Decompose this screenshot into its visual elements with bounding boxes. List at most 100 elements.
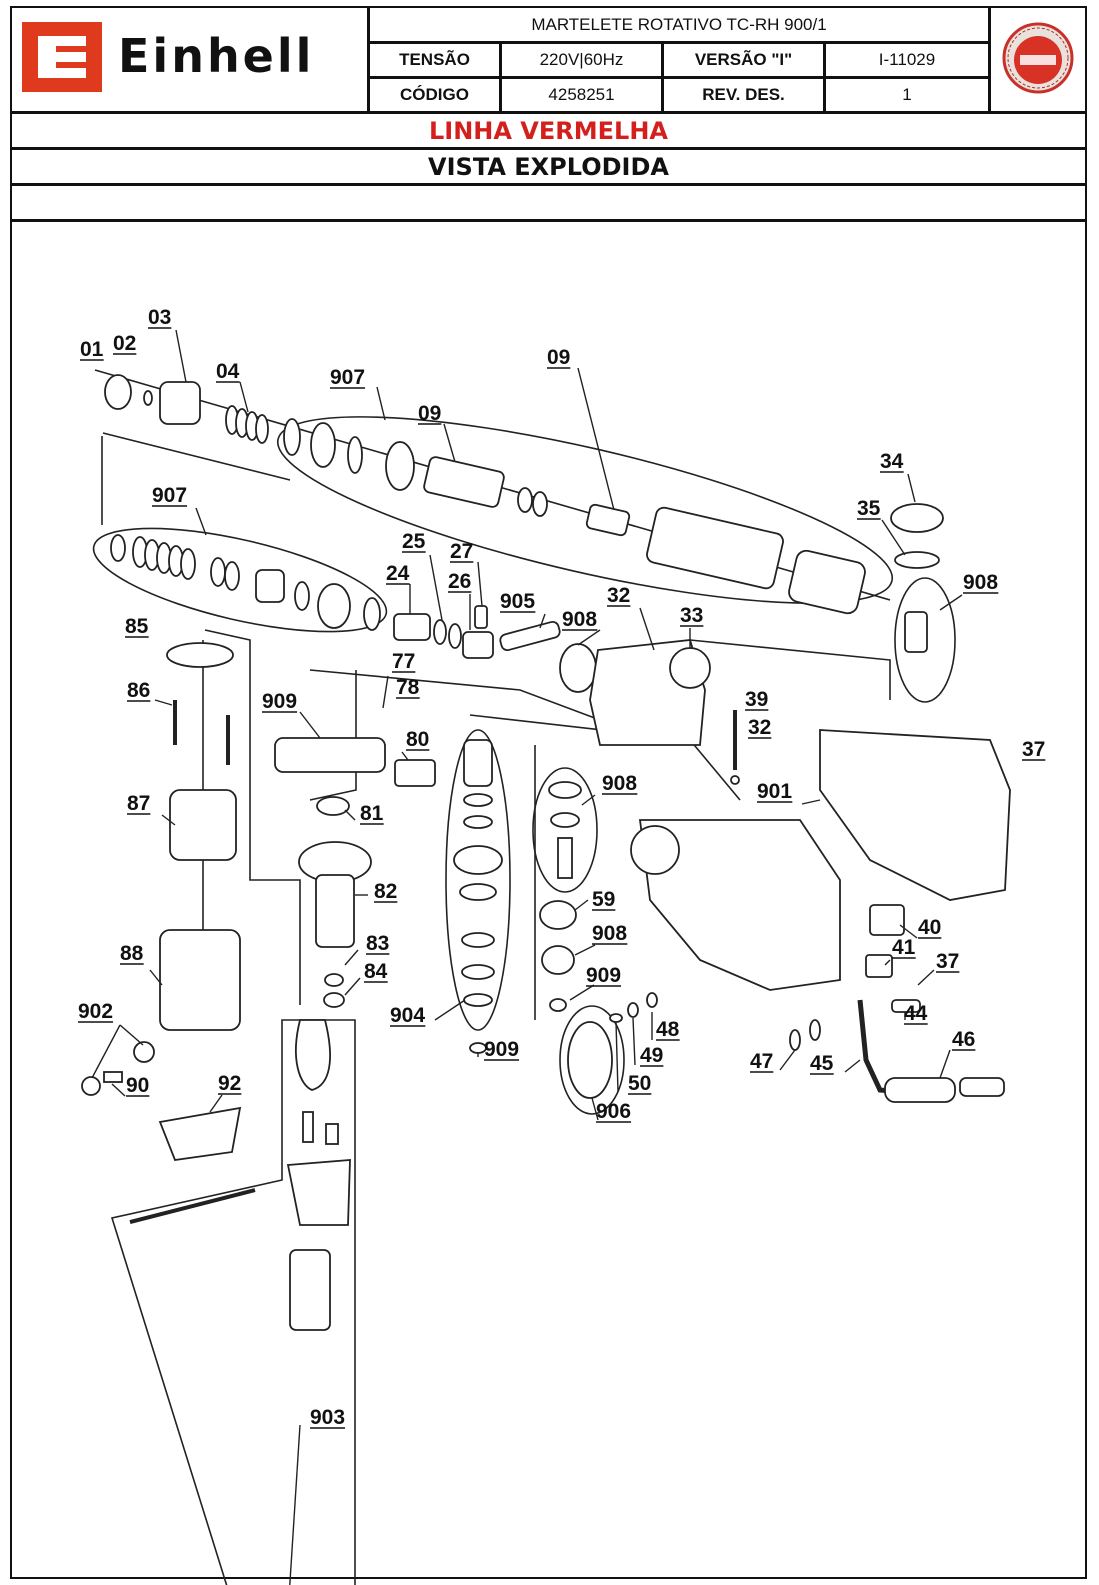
part-label-p02: 02 bbox=[113, 332, 136, 355]
part-27-pin bbox=[474, 605, 488, 629]
part-02-ring bbox=[143, 390, 153, 406]
part-label-p81: 81 bbox=[360, 802, 384, 825]
part-label-p48: 48 bbox=[656, 1018, 680, 1041]
group-903-handle-outline bbox=[110, 1019, 356, 1585]
part-label-p85: 85 bbox=[125, 615, 149, 638]
part-908-spring bbox=[557, 837, 573, 879]
part-903-strap bbox=[295, 1019, 331, 1091]
codigo-label: CÓDIGO bbox=[370, 79, 502, 114]
part-label-p35: 35 bbox=[857, 497, 881, 520]
part-label-p84: 84 bbox=[364, 960, 388, 983]
part-label-p37b: 37 bbox=[936, 950, 959, 973]
part-88-motor-housing bbox=[159, 929, 241, 1031]
part-34-cap bbox=[890, 503, 944, 533]
brand-wordmark: Einhell bbox=[118, 29, 315, 83]
part-bearing-2 bbox=[385, 441, 415, 491]
part-label-p04: 04 bbox=[216, 360, 240, 383]
part-oring-b bbox=[532, 491, 548, 517]
part-label-p907a: 907 bbox=[330, 366, 365, 389]
part-label-p44: 44 bbox=[904, 1002, 928, 1025]
part-04-spring bbox=[225, 405, 269, 444]
blank-band bbox=[12, 186, 1085, 222]
part-label-p34: 34 bbox=[880, 450, 904, 473]
part-label-p59: 59 bbox=[592, 888, 615, 911]
part-gear-sleeve bbox=[788, 549, 866, 615]
part-35-oring bbox=[894, 551, 940, 569]
part-80-switch bbox=[394, 759, 436, 787]
part-label-p909b: 909 bbox=[586, 964, 621, 987]
part-46-plug bbox=[959, 1077, 1005, 1097]
part-label-p906: 906 bbox=[596, 1100, 631, 1123]
part-label-p82: 82 bbox=[374, 880, 397, 903]
part-26-oring bbox=[448, 623, 462, 649]
part-48-ring bbox=[646, 992, 658, 1008]
leader-motor bbox=[204, 629, 301, 1005]
brand-logo-mark bbox=[22, 22, 102, 92]
tensao-value: 220V|60Hz bbox=[502, 44, 664, 79]
part-09-striker bbox=[585, 503, 631, 537]
authorized-service-seal-icon bbox=[1002, 22, 1074, 94]
part-902-nut bbox=[133, 1041, 155, 1063]
part-85-bracket bbox=[166, 642, 234, 668]
part-label-p25: 25 bbox=[402, 530, 426, 553]
part-label-p908d: 908 bbox=[592, 922, 627, 945]
part-44-cable-clamp bbox=[891, 999, 921, 1013]
brand-logo-block: Einhell bbox=[12, 8, 370, 114]
part-92-cover bbox=[158, 1106, 242, 1161]
group-908-spring-outline bbox=[532, 767, 598, 893]
part-label-p92: 92 bbox=[218, 1072, 241, 1095]
part-label-p32b: 32 bbox=[748, 716, 771, 739]
part-label-p909a: 909 bbox=[262, 690, 297, 713]
part-03-sleeve bbox=[159, 381, 201, 425]
part-label-p27: 27 bbox=[450, 540, 473, 563]
part-907-spring-set bbox=[110, 534, 240, 591]
versao-value: I-11029 bbox=[826, 44, 988, 79]
part-label-p90: 90 bbox=[126, 1074, 149, 1097]
part-907-washer bbox=[363, 597, 381, 631]
part-label-p77: 77 bbox=[392, 650, 415, 673]
codigo-value: 4258251 bbox=[502, 79, 664, 114]
part-label-p88: 88 bbox=[120, 942, 144, 965]
group-908-cap-outline bbox=[894, 577, 956, 703]
part-25-oring bbox=[433, 619, 447, 645]
part-label-p907b: 907 bbox=[152, 484, 187, 507]
part-cylinder bbox=[646, 506, 784, 590]
part-41-plate bbox=[865, 954, 893, 978]
part-903-clamp bbox=[286, 1159, 351, 1226]
part-label-p40: 40 bbox=[918, 916, 941, 939]
part-49-ring bbox=[627, 1002, 639, 1018]
part-908-cylinder bbox=[541, 945, 575, 975]
group-906-plate-outline bbox=[559, 1005, 625, 1115]
line-name: LINHA VERMELHA bbox=[12, 114, 1085, 150]
part-label-p908a: 908 bbox=[963, 571, 998, 594]
part-81-bearing bbox=[316, 796, 350, 816]
part-label-p904: 904 bbox=[390, 1004, 425, 1027]
part-label-p50: 50 bbox=[628, 1072, 651, 1095]
part-label-p905: 905 bbox=[500, 590, 535, 613]
part-clip bbox=[283, 418, 301, 456]
part-label-p01: 01 bbox=[80, 338, 104, 361]
part-84-bearing bbox=[323, 992, 345, 1008]
part-label-p83: 83 bbox=[366, 932, 389, 955]
part-50-washer bbox=[609, 1013, 623, 1023]
part-housing-half bbox=[819, 729, 1011, 901]
tensao-label: TENSÃO bbox=[370, 44, 502, 79]
part-label-p87: 87 bbox=[127, 792, 150, 815]
part-24-sleeve bbox=[393, 613, 431, 641]
part-32-washer bbox=[730, 775, 740, 785]
part-01-cap bbox=[104, 374, 132, 410]
part-label-p903: 903 bbox=[310, 1406, 345, 1429]
rev-label: REV. DES. bbox=[664, 79, 826, 114]
part-82-armature bbox=[315, 874, 355, 948]
part-label-p37a: 37 bbox=[1022, 738, 1045, 761]
part-903-depth-rod bbox=[129, 1188, 256, 1224]
part-83-washer bbox=[324, 973, 344, 987]
part-label-p902: 902 bbox=[78, 1000, 113, 1023]
part-bearing-1 bbox=[310, 422, 336, 468]
part-oring-a bbox=[517, 487, 533, 513]
service-stamp-block bbox=[988, 8, 1085, 114]
parts-sheet: Einhell MARTELETE ROTATIVO TC-RH 900/1 T… bbox=[10, 6, 1087, 1579]
part-label-p39: 39 bbox=[745, 688, 768, 711]
part-label-p80: 80 bbox=[406, 728, 429, 751]
part-label-p41: 41 bbox=[892, 936, 916, 959]
